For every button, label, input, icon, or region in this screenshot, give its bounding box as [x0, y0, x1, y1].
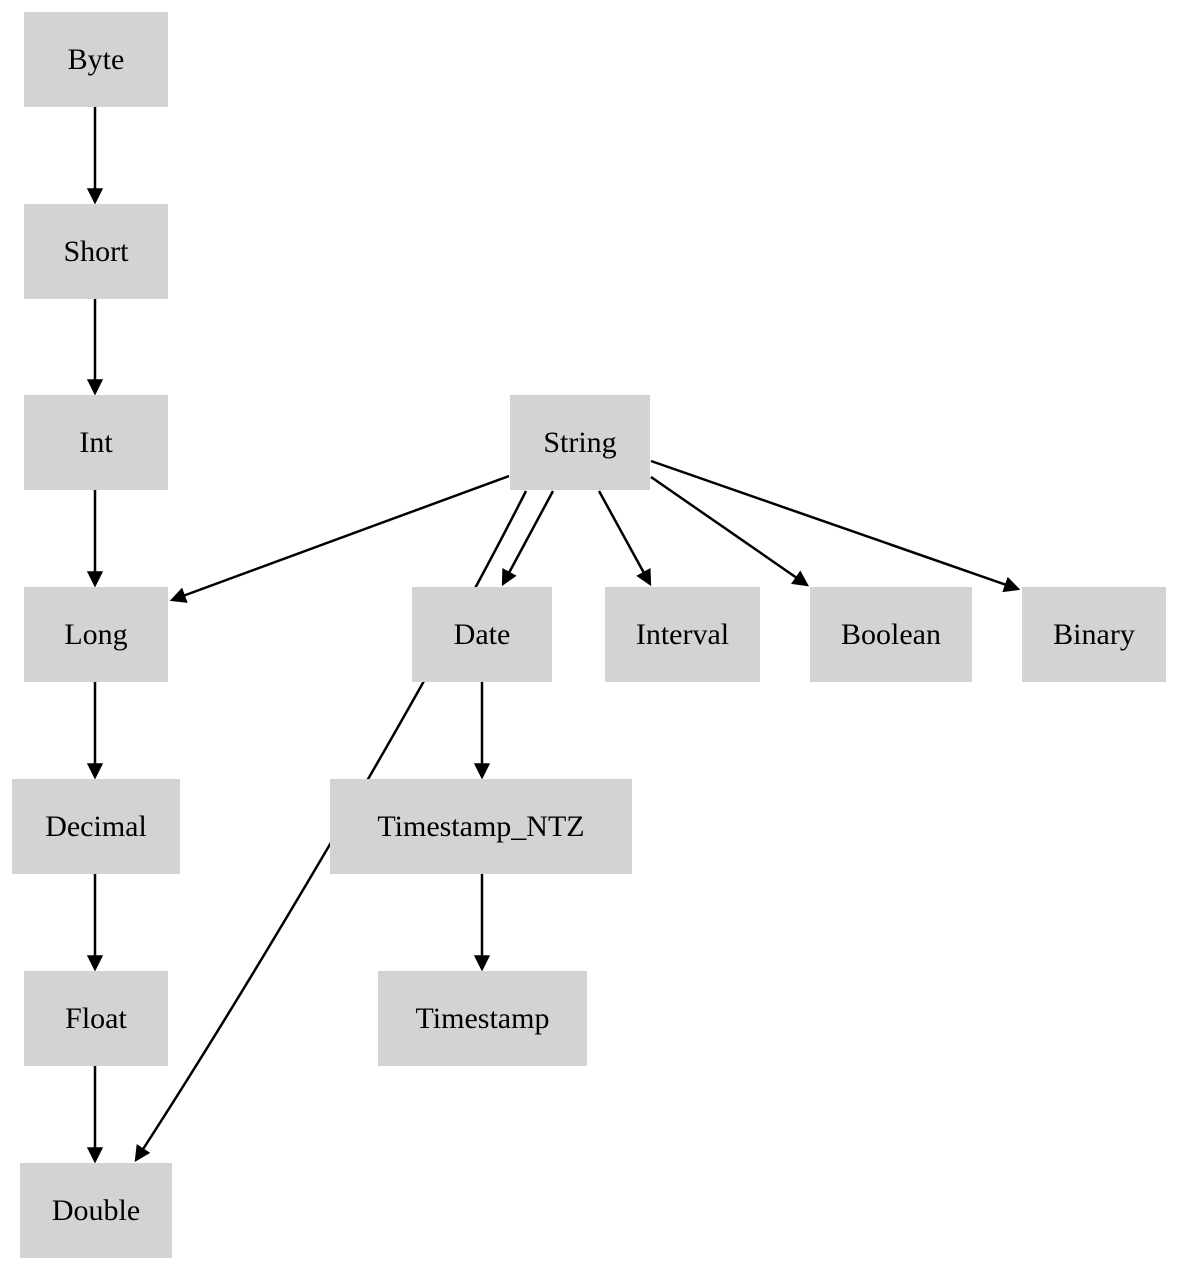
edge-string-to-long: [169, 474, 510, 603]
node-interval: Interval: [605, 587, 760, 682]
node-date-box: [412, 587, 552, 682]
node-float-box: [24, 971, 168, 1066]
node-timestamp_ntz-label: Timestamp_NTZ: [377, 810, 584, 843]
node-short-label: Short: [63, 235, 129, 268]
node-timestamp: Timestamp: [378, 971, 587, 1066]
node-long-box: [24, 587, 168, 682]
node-int: Int: [24, 395, 168, 490]
node-interval-label: Interval: [636, 618, 729, 651]
node-binary-label: Binary: [1053, 618, 1135, 651]
node-decimal-label: Decimal: [45, 810, 147, 843]
node-decimal-box: [12, 779, 180, 874]
node-string-label: String: [543, 426, 616, 459]
node-byte-box: [24, 12, 168, 107]
node-string: String: [510, 395, 650, 490]
node-date: Date: [412, 587, 552, 682]
node-interval-box: [605, 587, 760, 682]
node-long-label: Long: [64, 618, 127, 651]
node-int-box: [24, 395, 168, 490]
node-float: Float: [24, 971, 168, 1066]
node-double-label: Double: [52, 1194, 140, 1227]
node-float-label: Float: [65, 1002, 127, 1035]
node-int-label: Int: [79, 426, 113, 459]
node-decimal: Decimal: [12, 779, 180, 874]
node-double-box: [20, 1163, 172, 1258]
edge-string-to-boolean: [650, 475, 810, 587]
node-timestamp_ntz-box: [330, 779, 632, 874]
node-string-box: [510, 395, 650, 490]
edge-string-to-interval: [597, 490, 652, 587]
node-double: Double: [20, 1163, 172, 1258]
node-short: Short: [24, 204, 168, 299]
node-timestamp-box: [378, 971, 587, 1066]
node-boolean: Boolean: [810, 587, 972, 682]
node-boolean-label: Boolean: [841, 618, 941, 651]
node-binary-box: [1022, 587, 1166, 682]
node-binary: Binary: [1022, 587, 1166, 682]
edge-string-to-date: [501, 490, 555, 587]
node-byte-label: Byte: [68, 43, 125, 76]
node-boolean-box: [810, 587, 972, 682]
node-timestamp-label: Timestamp: [416, 1002, 550, 1035]
node-short-box: [24, 204, 168, 299]
node-long: Long: [24, 587, 168, 682]
node-timestamp_ntz: Timestamp_NTZ: [330, 779, 632, 874]
node-byte: Byte: [24, 12, 168, 107]
edge-string-to-binary: [650, 459, 1021, 593]
node-date-label: Date: [454, 618, 511, 651]
